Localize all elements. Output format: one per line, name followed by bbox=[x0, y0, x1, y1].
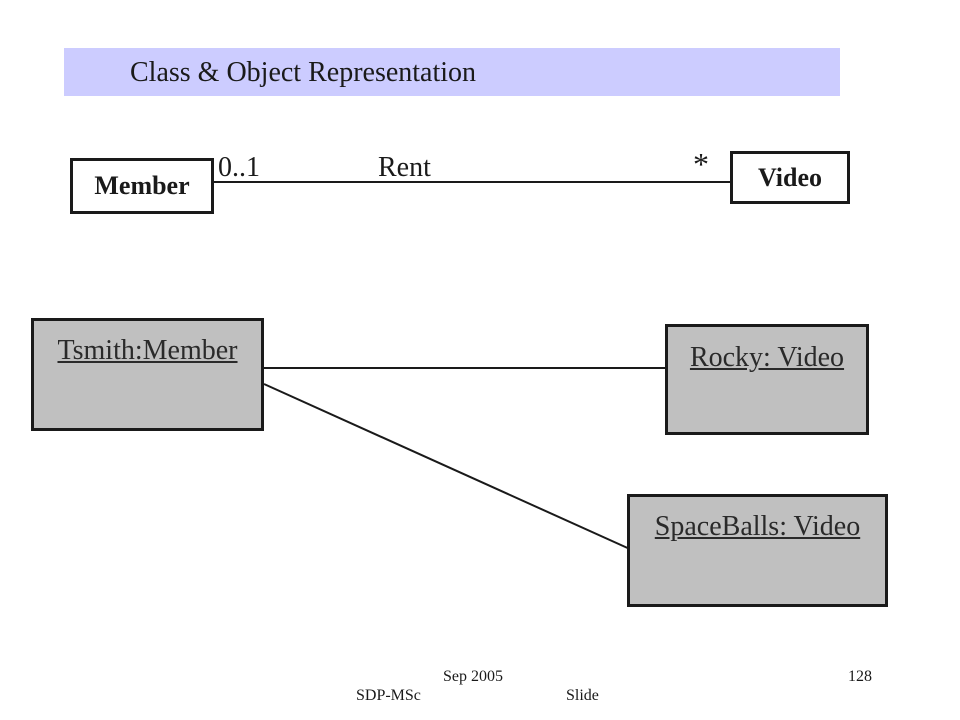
footer-course: SDP-MSc bbox=[356, 687, 421, 704]
slide-title: Class & Object Representation bbox=[130, 57, 477, 88]
spaceballs-object-label: SpaceBalls: Video bbox=[654, 511, 861, 542]
member-class-name: Member bbox=[94, 171, 190, 200]
rocky-object-box: Rocky: Video bbox=[665, 324, 869, 435]
tsmith-spaceballs-link bbox=[263, 383, 633, 551]
member-multiplicity: 0..1 bbox=[218, 152, 260, 183]
tsmith-object-label: Tsmith:Member bbox=[57, 335, 238, 366]
spaceballs-object-box: SpaceBalls: Video bbox=[627, 494, 888, 607]
association-name: Rent bbox=[378, 152, 431, 183]
title-banner: Class & Object Representation bbox=[64, 48, 840, 96]
footer-date: Sep 2005 bbox=[443, 668, 503, 685]
tsmith-object-box: Tsmith:Member bbox=[31, 318, 264, 431]
video-class-box: Video bbox=[730, 151, 850, 204]
footer-page-number: 128 bbox=[848, 668, 872, 685]
rocky-object-label: Rocky: Video bbox=[689, 342, 845, 373]
footer-slide-label: Slide bbox=[566, 687, 599, 704]
member-class-box: Member bbox=[70, 158, 214, 214]
video-multiplicity: * bbox=[693, 146, 709, 182]
video-class-name: Video bbox=[757, 162, 823, 192]
